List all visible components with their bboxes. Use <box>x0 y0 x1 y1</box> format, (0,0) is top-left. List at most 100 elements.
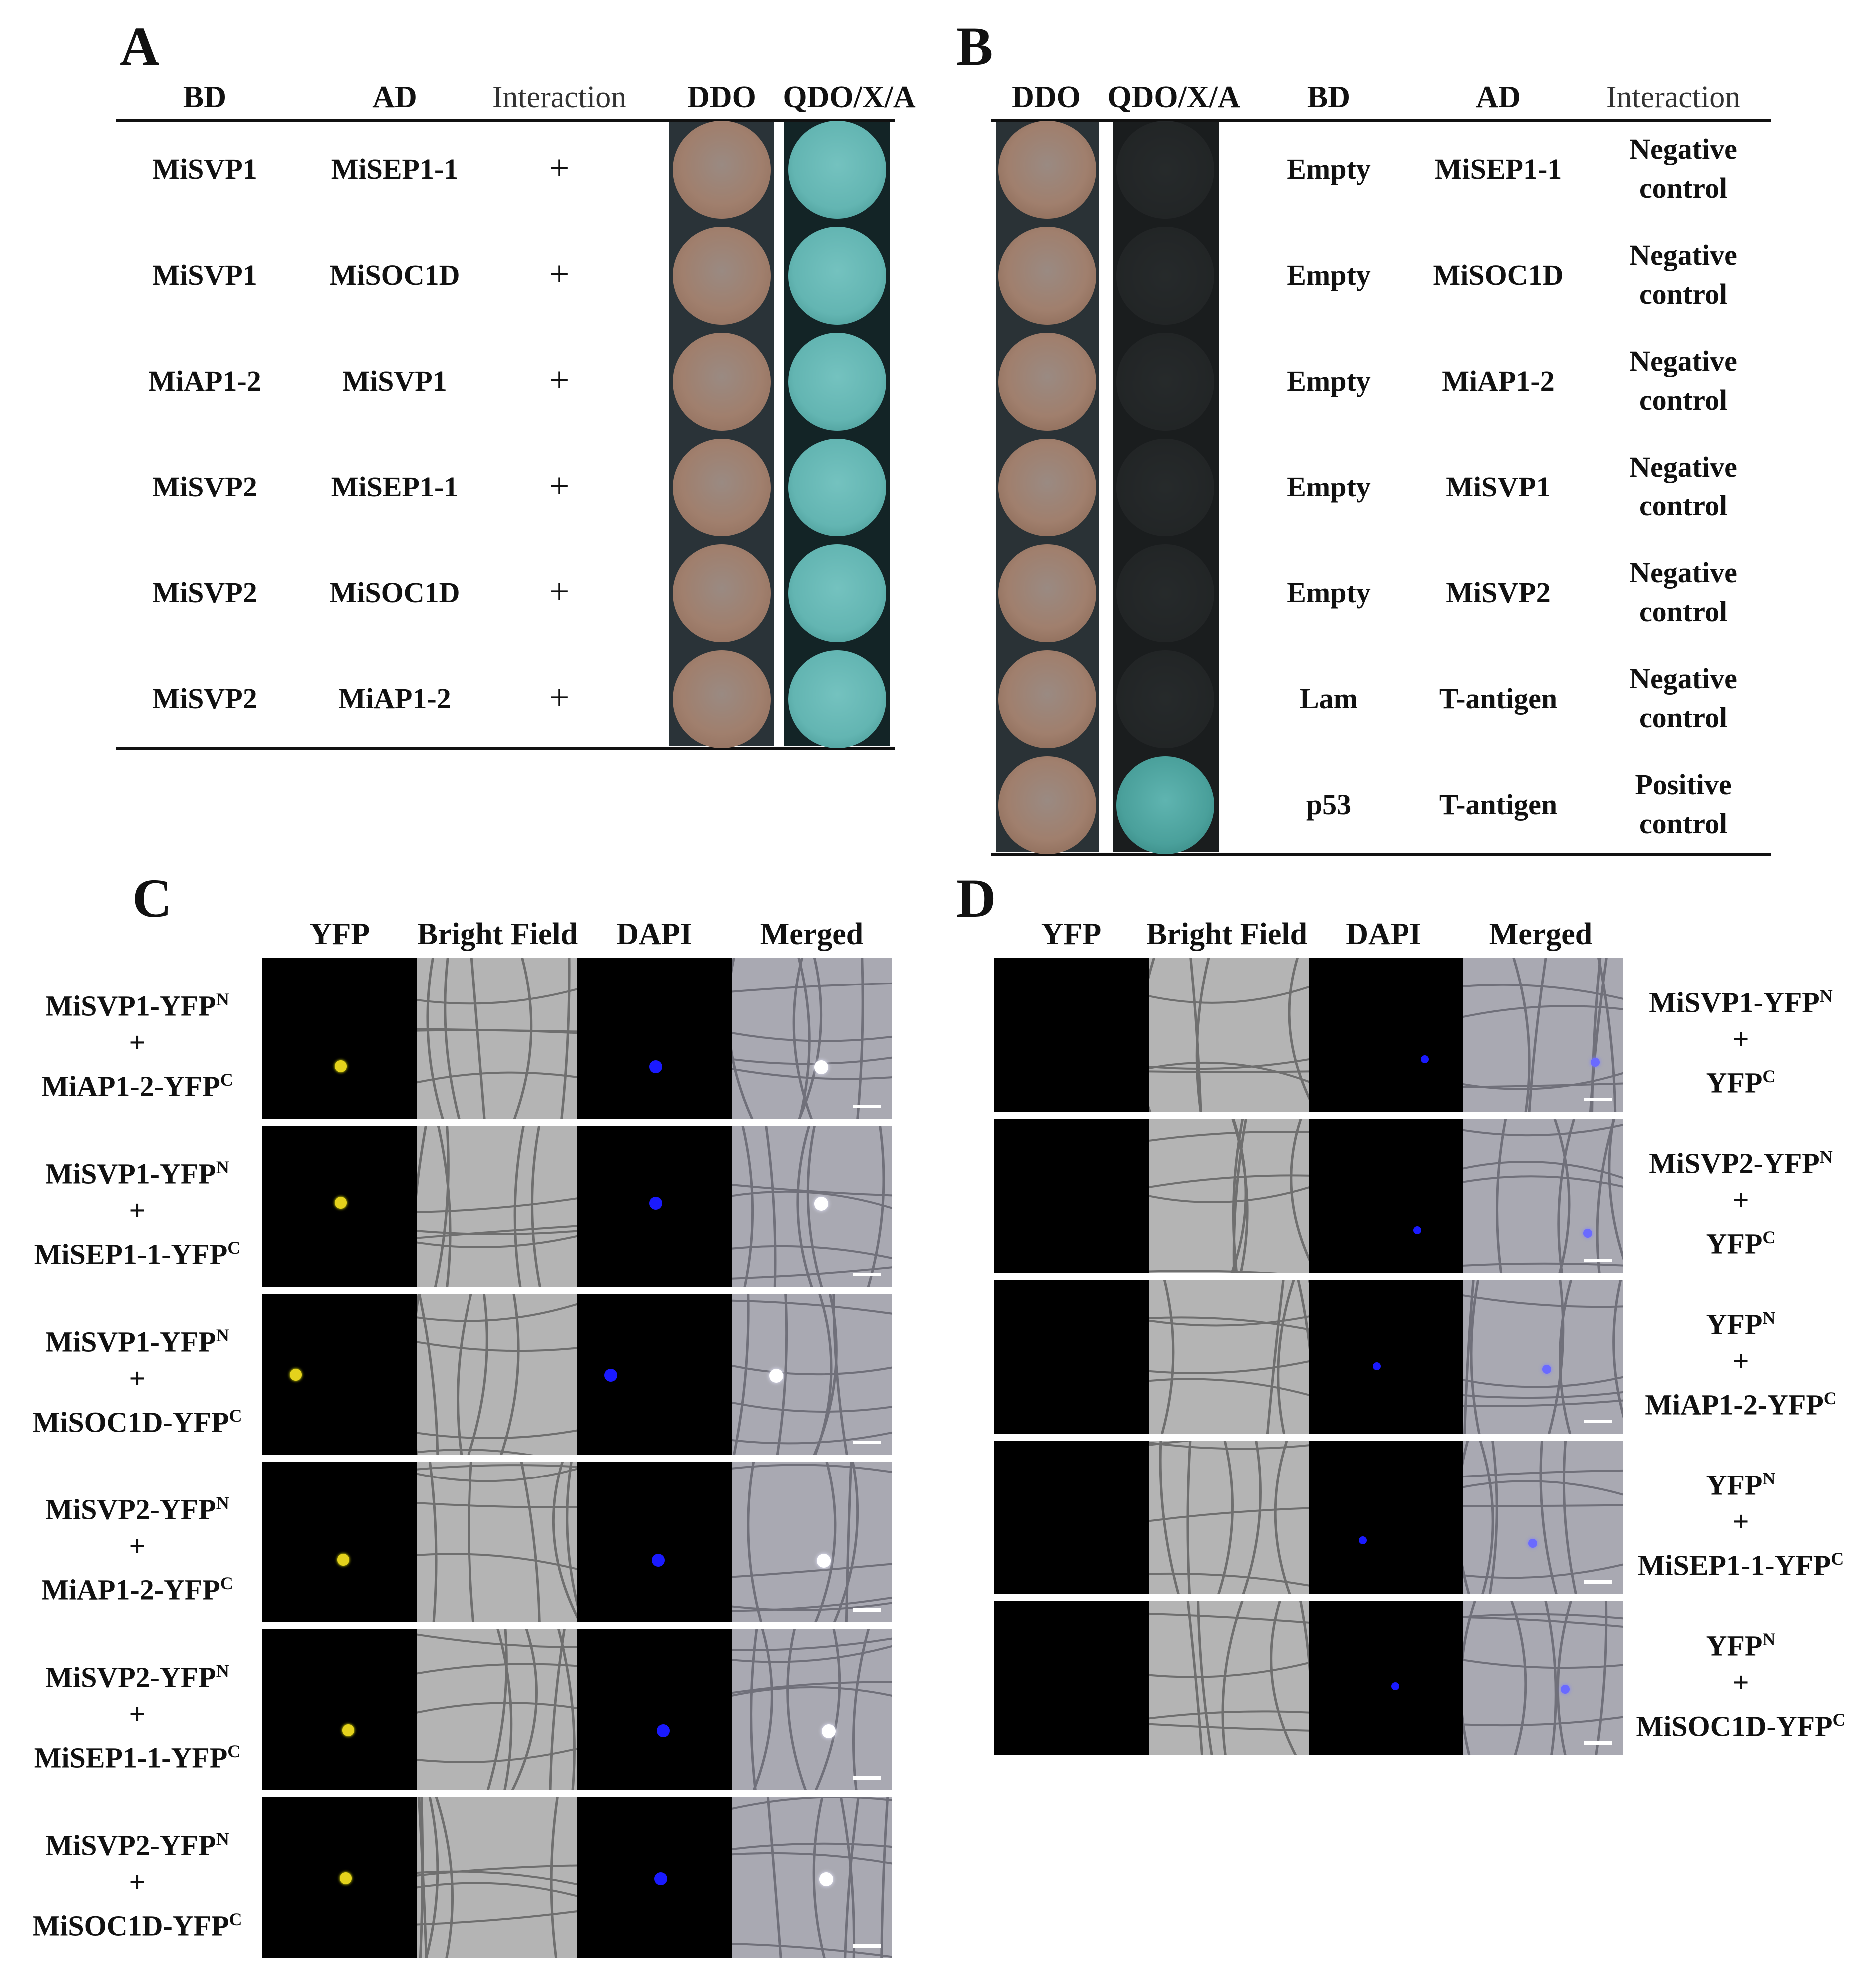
interaction-line-1: Negative <box>1629 451 1737 483</box>
construct-line-1: MiSVP2-YFPN <box>15 1820 260 1864</box>
yfp-image <box>262 958 417 1119</box>
bright-field-image <box>417 1294 577 1455</box>
dapi-signal <box>654 1872 667 1885</box>
a-row-bd: MiSVP1 <box>152 153 257 185</box>
dapi-image <box>1309 1280 1463 1434</box>
construct-label: MiSVP1-YFPN+MiAP1-2-YFPC <box>15 981 260 1105</box>
dapi-image <box>577 1294 732 1455</box>
qdo-colony <box>1116 544 1214 642</box>
qdo-colony <box>788 121 886 219</box>
construct-line-2: MiSOC1D-YFPC <box>1621 1701 1861 1745</box>
qdo-colony <box>1116 227 1214 325</box>
construct-line-1: MiSVP2-YFPN <box>15 1484 260 1528</box>
construct-line-1: MiSVP1-YFPN <box>1621 978 1861 1021</box>
construct-sup-1: N <box>216 989 229 1009</box>
qdo-colony <box>1116 121 1214 219</box>
merged-image <box>732 1294 892 1455</box>
merged-image <box>1463 1119 1623 1273</box>
ddo-colony <box>998 544 1096 642</box>
yfp-image <box>994 1441 1149 1594</box>
a-header-interaction: Interaction <box>492 80 627 114</box>
interaction-line-2: control <box>1639 701 1728 734</box>
a-top-rule <box>116 119 895 122</box>
b-row-ad: MiSVP2 <box>1446 576 1551 609</box>
dapi-signal <box>1373 1362 1381 1370</box>
construct-name-2: MiSEP1-1-YFP <box>34 1238 228 1271</box>
construct-sup-1: N <box>1819 986 1833 1006</box>
b-row-bd: Empty <box>1287 259 1371 291</box>
construct-label: MiSVP2-YFPN+MiSEP1-1-YFPC <box>15 1652 260 1777</box>
yfp-image <box>994 1601 1149 1755</box>
qdo-colony <box>788 439 886 536</box>
yfp-signal <box>335 1060 347 1072</box>
merged-signal <box>1583 1229 1592 1238</box>
interaction-line-1: Negative <box>1629 345 1737 377</box>
interaction-line-2: control <box>1639 172 1728 204</box>
construct-name-1: YFP <box>1706 1308 1763 1341</box>
scale-bar <box>853 1776 881 1780</box>
construct-sup-2: C <box>227 1741 241 1762</box>
interaction-line-1: Negative <box>1629 556 1737 589</box>
dapi-signal <box>1391 1682 1399 1690</box>
bright-field-image <box>1149 958 1309 1112</box>
dapi-image <box>577 1462 732 1622</box>
bright-field-image <box>417 1797 577 1958</box>
ddo-colony <box>998 121 1096 219</box>
b-row-ad: T-antigen <box>1439 682 1558 715</box>
dapi-signal <box>604 1369 617 1382</box>
a-row-bd: MiSVP2 <box>152 682 257 715</box>
construct-line-2: MiSOC1D-YFPC <box>15 1901 260 1944</box>
yfp-image <box>994 1280 1149 1434</box>
qdo-colony <box>788 227 886 325</box>
interaction-line-2: control <box>1639 384 1728 416</box>
construct-line-2: MiSEP1-1-YFPC <box>15 1733 260 1776</box>
a-header-qdo: QDO/X/A <box>783 80 916 114</box>
construct-name-1: MiSVP2-YFP <box>45 1493 216 1526</box>
construct-label: YFPN+MiAP1-2-YFPC <box>1621 1299 1861 1424</box>
construct-plus: + <box>1732 1666 1749 1699</box>
dapi-signal <box>1421 1055 1429 1063</box>
a-bottom-rule <box>116 747 895 750</box>
scale-bar <box>853 1944 881 1948</box>
construct-name-1: YFP <box>1706 1629 1763 1662</box>
construct-label: YFPN+MiSOC1D-YFPC <box>1621 1621 1861 1745</box>
yfp-image <box>262 1126 417 1287</box>
d-header-merged: Merged <box>1489 917 1593 951</box>
qdo-colony <box>1116 756 1214 854</box>
b-bottom-rule <box>991 853 1771 856</box>
construct-label: YFPN+MiSEP1-1-YFPC <box>1621 1460 1861 1584</box>
bright-field-image <box>417 1462 577 1622</box>
a-row-ad: MiSEP1-1 <box>331 153 459 185</box>
construct-plus: + <box>1732 1023 1749 1056</box>
a-row-bd: MiSVP2 <box>152 576 257 609</box>
b-header-ddo: DDO <box>1012 80 1081 114</box>
construct-sup-1: N <box>216 1829 229 1849</box>
construct-sup-2: C <box>227 1238 241 1258</box>
qdo-colony <box>788 544 886 642</box>
dapi-signal <box>649 1197 662 1210</box>
panel-b-label: B <box>956 16 993 77</box>
merged-signal <box>822 1724 836 1738</box>
construct-line-1: MiSVP2-YFPN <box>15 1652 260 1696</box>
bright-field-image <box>1149 1441 1309 1594</box>
construct-line-1: YFPN <box>1621 1621 1861 1664</box>
dapi-signal <box>652 1554 665 1567</box>
merged-image <box>1463 1601 1623 1755</box>
construct-name-1: MiSVP2-YFP <box>45 1829 216 1862</box>
construct-label: MiSVP2-YFPN+MiSOC1D-YFPC <box>15 1820 260 1945</box>
a-header-ddo: DDO <box>687 80 756 114</box>
dapi-signal <box>649 1060 662 1073</box>
construct-plus: + <box>1732 1184 1749 1217</box>
construct-name-2: MiAP1-2-YFP <box>1645 1388 1824 1421</box>
a-row-interaction: + <box>549 571 570 611</box>
construct-line-2: YFPC <box>1621 1219 1861 1262</box>
d-header-yfp: YFP <box>1041 917 1102 951</box>
panel-a-label: A <box>120 16 160 77</box>
c-header-bright: Bright Field <box>417 917 578 951</box>
ddo-colony <box>998 756 1096 854</box>
b-header-qdo: QDO/X/A <box>1107 80 1240 114</box>
construct-name-2: MiSEP1-1-YFP <box>34 1741 228 1774</box>
